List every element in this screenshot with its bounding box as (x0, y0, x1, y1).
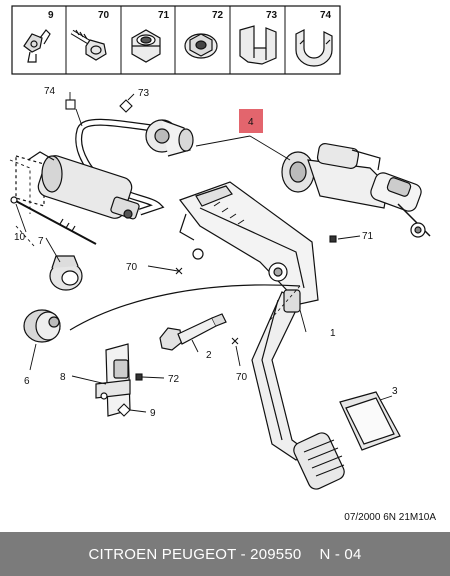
exploded-parts-diagram: 9 70 71 72 (9, 5, 431, 490)
spring-clip-icon (239, 25, 277, 65)
callout-7: 7 (38, 236, 44, 247)
pedal-bracket (179, 181, 319, 305)
fastener-symbols (65, 99, 337, 417)
header-label-72: 72 (212, 10, 224, 21)
header-parts-strip: 9 70 71 72 (11, 5, 341, 75)
clip-icon (23, 29, 51, 63)
pedal-pad (293, 432, 345, 490)
callout-70-a: 70 (126, 262, 138, 273)
callout-8: 8 (60, 372, 66, 383)
pivot-bushing-part (49, 255, 83, 291)
callout-74: 74 (44, 86, 56, 97)
flange-nut-icon (184, 33, 218, 59)
header-label-70: 70 (98, 10, 110, 21)
callout-73: 73 (138, 88, 150, 99)
bolt-icon (70, 29, 107, 61)
callout-72: 72 (168, 374, 180, 385)
clutch-pipe (75, 118, 165, 216)
callout-1: 1 (330, 328, 336, 339)
slave-cylinder (15, 151, 140, 220)
switch-bracket-part (95, 343, 131, 417)
highlight-box (239, 109, 263, 133)
reservoir-damper (145, 119, 194, 157)
header-label-73: 73 (266, 10, 278, 21)
hose-clamp-icon (295, 29, 333, 67)
rubber-stop-part (23, 309, 61, 343)
master-cylinder (281, 143, 431, 238)
pivot-bolt-part (159, 313, 227, 351)
clutch-pedal-arm (251, 289, 310, 461)
callout-2: 2 (206, 350, 212, 361)
callout-4: 4 (248, 117, 254, 128)
body-panel-outline (69, 284, 301, 331)
lock-nut-icon (131, 29, 161, 63)
leader-lines (9, 92, 393, 413)
header-label-74: 74 (320, 10, 332, 21)
pushrod (10, 196, 97, 245)
callout-labels: 74 73 4 10 7 71 70 1 2 70 3 6 8 72 9 (14, 86, 398, 419)
callout-6: 6 (24, 376, 30, 387)
footer-bar: CITROEN PEUGEOT - 209550 N - 04 (0, 532, 450, 576)
callout-70-b: 70 (236, 372, 248, 383)
callout-3: 3 (392, 386, 398, 397)
diagram-reference-code: 07/2000 6N 21M10A (344, 512, 436, 523)
callout-9: 9 (150, 408, 156, 419)
callout-71: 71 (362, 231, 374, 242)
header-label-9: 9 (48, 10, 54, 21)
callout-10: 10 (14, 232, 26, 243)
footer-title: CITROEN PEUGEOT - 209550 (88, 545, 302, 563)
pedal-pad-cover-part (339, 391, 401, 451)
footer-page: N - 04 (319, 545, 362, 563)
header-label-71: 71 (158, 10, 170, 21)
